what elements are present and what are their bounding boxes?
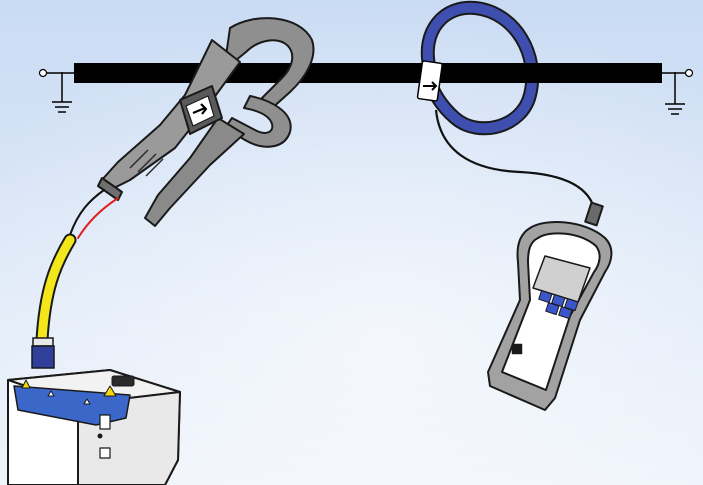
meter-cable: [434, 109, 597, 213]
flex-coil: [420, 0, 540, 136]
arrow-right-icon: [423, 81, 438, 91]
yellow-cable-fill: [37, 235, 75, 345]
ground-icon: [52, 72, 72, 113]
cable-connector: [31, 337, 55, 369]
warning-triangle-icon: [21, 379, 117, 405]
terminal-right: [684, 68, 694, 78]
flex-coil-clasp: [416, 60, 443, 102]
terminal-left: [38, 68, 48, 78]
handheld-meter: [487, 201, 613, 411]
box-socket: [99, 414, 111, 430]
arrow-right-icon: [192, 103, 208, 115]
meter-logo: [511, 343, 523, 355]
ground-icon: [665, 72, 685, 115]
logger-box: [7, 369, 181, 485]
meter-keypad: [538, 290, 579, 320]
clamp-leads: [69, 189, 119, 239]
conductor: [38, 63, 694, 83]
clamp-meter: [97, 17, 315, 227]
